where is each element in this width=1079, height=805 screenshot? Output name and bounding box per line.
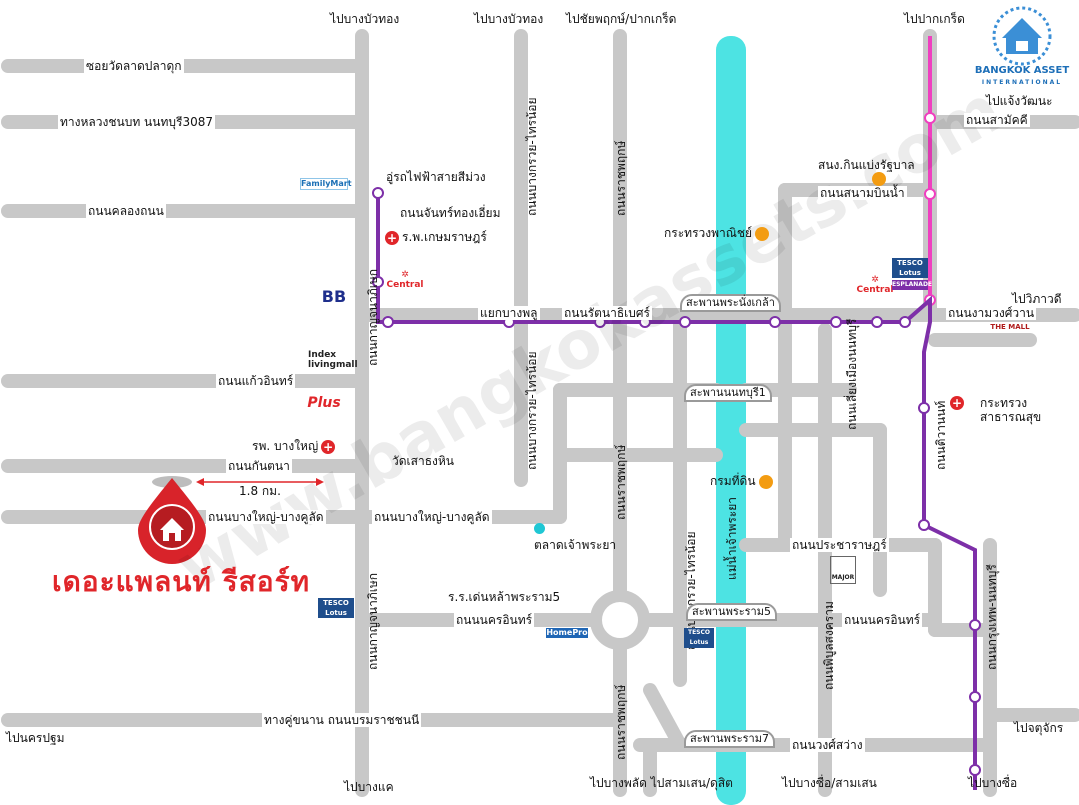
property-title: เดอะแพลนท์ รีสอร์ท: [52, 565, 311, 598]
commerce-ministry: กระทรวงพาณิชย์: [664, 224, 770, 243]
label-vibhavadi: ไปวิภาวดี: [1012, 292, 1062, 306]
label-distance: 1.8 กม.: [239, 484, 281, 498]
label-kanchanaphisek-2: ถนนกาญจนาภิเษก: [366, 572, 380, 670]
label-pracharat: ถนนประชาราษฎร์: [790, 538, 889, 552]
label-rattanathibet: ถนนรัตนาธิเบศร์: [562, 306, 652, 320]
label-klongthanon: ถนนคลองถนน: [86, 204, 166, 218]
label-highway-3087: ทางหลวงชนบท นนทบุรี3087: [58, 115, 215, 129]
label-wongsawang: ถนนวงศ์สว่าง: [790, 738, 865, 752]
orange-dot-icon: [872, 172, 886, 186]
commerce-label: กระทรวงพาณิชย์: [664, 226, 753, 240]
label-bangkruai-sainoi-1: ถนนบางกรวย-ไทรน้อย: [525, 97, 539, 216]
health-ministry: +: [950, 396, 964, 410]
tesco-logo-3: TESCO Lotus: [684, 628, 714, 648]
kasemrad-label: ร.พ.เกษมราษฎร์: [402, 230, 487, 244]
hospital-icon: +: [385, 230, 399, 245]
label-kru-nai: ถนนกรุงเทพ-นนทบุรี: [985, 564, 999, 670]
plus-logo: Plus: [307, 395, 341, 411]
bangkok-asset-logo-icon: [992, 6, 1052, 66]
index-logo: Index livingmall: [308, 350, 358, 370]
chao-phraya-market: [534, 523, 545, 534]
label-bangkhae: ไปบางแค: [344, 780, 394, 794]
themall-logo: THE MALL: [990, 323, 1030, 331]
bridge-nonthaburi1: สะพานนนทบุรี1: [684, 384, 772, 402]
familymart-logo: FamilyMart: [300, 178, 352, 190]
label-kuchanan: ทางคู่ขนาน ถนนบรมราชชนนี: [262, 713, 422, 727]
label-bangkruai-sainoi-2: ถนนบางกรวย-ไทรน้อย: [525, 351, 539, 470]
bb-logo: BB: [321, 287, 347, 306]
label-chanthongiam: ถนนจันทร์ทองเอี่ยม: [400, 206, 501, 220]
label-top-chaiyaphruek: ไปชัยพฤกษ์/ปากเกร็ด: [566, 12, 677, 26]
bridge-phra-nang-klao: สะพานพระนั่งเกล้า: [680, 294, 781, 312]
esplanade-logo: ESPLANADE: [892, 280, 933, 290]
label-kanchanaphisek-1: ถนนกาญจนาภิเษก: [366, 268, 380, 366]
label-chao-phraya-market: ตลาดเจ้าพระยา: [534, 538, 617, 552]
orange-dot-icon: [755, 226, 770, 241]
label-wat-saothonghin: วัดเสาธงหิน: [392, 454, 454, 468]
label-ratchaphruek-3: ถนนราชพฤกษ์: [614, 684, 628, 760]
label-top-pakkret: ไปปากเกร็ด: [904, 12, 965, 26]
brand-name: BANGKOK ASSET: [974, 65, 1070, 76]
label-top-bangbuathong-1: ไปบางบัวทอง: [330, 12, 400, 26]
label-soi-watladpladuk: ซอยวัดลาดปลาดุก: [84, 59, 184, 73]
roundabout: [590, 590, 650, 650]
label-ratchaphruek-1: ถนนราชพฤกษ์: [614, 140, 628, 216]
distance-arrow: [196, 478, 324, 486]
label-sanambinnam: ถนนสนามบินน้ำ: [818, 186, 907, 200]
label-bangyai-bangkhlat-mid: ถนนบางใหญ่-บางคูลัด: [372, 510, 492, 524]
label-kaewin: ถนนแก้วอินทร์: [216, 374, 296, 388]
label-kanthana: ถนนกันตนา: [226, 459, 292, 473]
bridge-phra-ram7: สะพานพระราม7: [684, 730, 775, 748]
label-top-bangbuathong-2: ไปบางบัวทอง: [474, 12, 544, 26]
market-dot-icon: [534, 523, 545, 534]
label-bang-sue: ไปบางซื่อ: [968, 776, 1018, 790]
hospital-icon: +: [321, 439, 336, 454]
land-department: กรมที่ดิน: [710, 472, 773, 491]
label-bangyai-bangkhlat-left: ถนนบางใหญ่-บางคูลัด: [206, 510, 326, 524]
tesco-logo-1: TESCO Lotus: [892, 258, 928, 278]
label-liang-mueang: ถนนเลี่ยงเมืองนนทบุรี: [845, 318, 859, 430]
label-samakkhi: ถนนสามัคคี: [964, 113, 1030, 127]
bridge-phra-ram5: สะพานพระราม5: [686, 603, 777, 621]
property-pin-icon: [138, 476, 206, 564]
label-bangsue-samsen: ไปบางซื่อ/สามเสน: [782, 776, 877, 790]
label-ratchaphruek-2: ถนนราชพฤกษ์: [614, 444, 628, 520]
label-nakhon-pathom: ไปนครปฐม: [6, 731, 65, 745]
lottery-office: สนง.กินแบ่งรัฐบาล: [818, 156, 915, 175]
land-dept-label: กรมที่ดิน: [710, 474, 756, 488]
bangyai-hospital: รพ. บางใหญ่ +: [252, 437, 336, 456]
label-yaek-bangphlu: แยกบางพลู: [478, 306, 540, 320]
label-depot: อู่รถไฟฟ้าสายสีม่วง: [386, 170, 486, 184]
purple-line: [372, 187, 981, 790]
major-logo: MAJOR: [830, 556, 856, 584]
orange-dot-icon: [758, 474, 773, 489]
tesco-logo-2: TESCO Lotus: [318, 598, 354, 618]
office-label: สนง.กินแบ่งรัฐบาล: [818, 158, 915, 172]
label-tiwanon: ถนนติวานนท์: [934, 400, 948, 470]
label-nakhon-in-right: ถนนนครอินทร์: [842, 613, 923, 627]
brand-sub: INTERNATIONAL: [981, 79, 1063, 86]
bangyai-hospital-label: รพ. บางใหญ่: [252, 439, 319, 453]
label-chatuchak: ไปจตุจักร: [1014, 721, 1064, 735]
label-ngamwongwan: ถนนงามวงศ์วาน: [946, 306, 1037, 320]
central-label: Central: [386, 280, 424, 290]
label-bangphlat-samsen: ไปบางพลัด ไปสามเสน/ดุสิต: [590, 776, 733, 790]
chao-phraya-river: [716, 36, 746, 805]
kasemrad-hospital: + ร.พ.เกษมราษฎร์: [385, 228, 487, 247]
hospital-icon: +: [950, 396, 964, 410]
label-nakhon-in-left: ถนนนครอินทร์: [454, 613, 535, 627]
label-health-ministry: กระทรวงสาธารณสุข: [980, 396, 1042, 424]
label-phibun-songkhram: ถนนพิบูลสงคราม: [822, 601, 836, 690]
label-school: ร.ร.เด่นหล้าพระราม5: [448, 590, 561, 604]
homepro-logo: HomePro: [546, 628, 588, 638]
central-logo-2: ✲Central: [856, 275, 894, 295]
label-river: แม่น้ำเจ้าพระยา: [725, 496, 739, 580]
label-chaengwattana: ไปแจ้งวัฒนะ: [986, 94, 1053, 108]
central-logo-1: ✲Central: [386, 270, 424, 290]
central-label: Central: [856, 285, 894, 295]
